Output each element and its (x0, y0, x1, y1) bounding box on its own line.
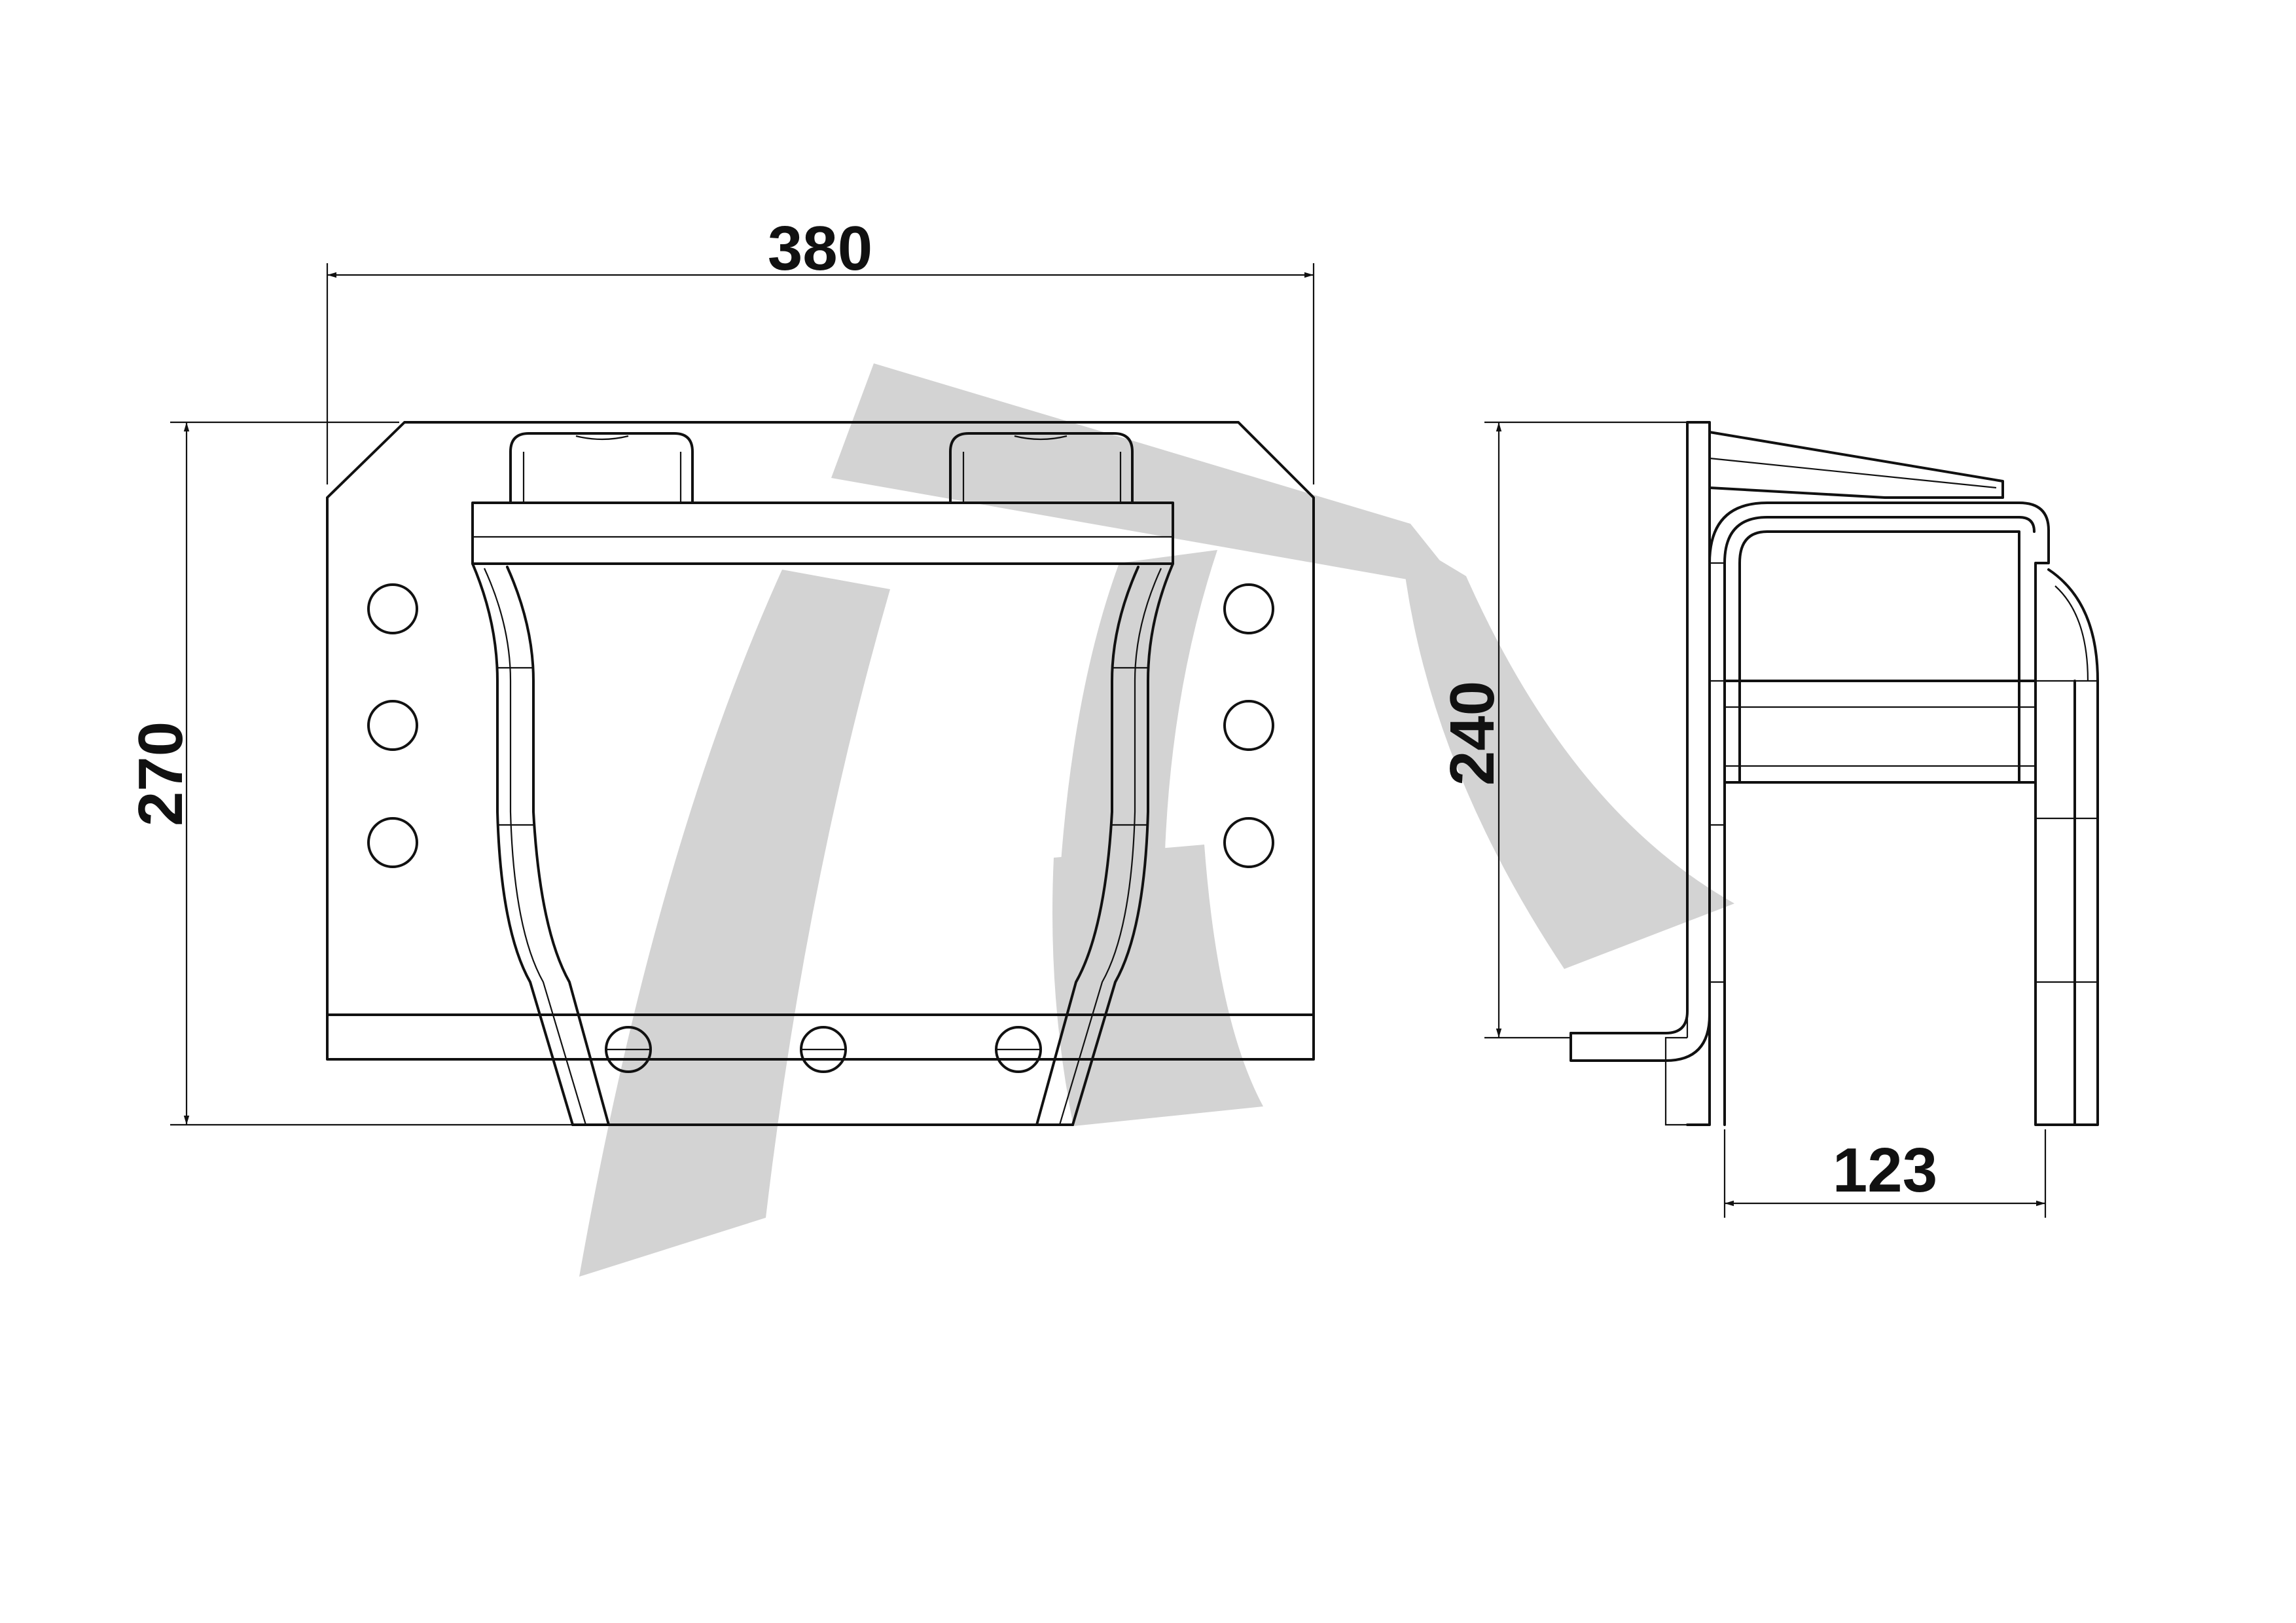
hole-right-3 (1223, 817, 1274, 868)
dimension-side-depth: 123 (1723, 1129, 2047, 1218)
front-tab-right (949, 432, 1134, 504)
dimension-width: 380 (326, 213, 1315, 484)
dimension-height: 270 (126, 421, 573, 1126)
side-top-wedge (1708, 431, 2004, 499)
side-back-plate (1686, 421, 1711, 1126)
side-front-bracket (2047, 568, 2099, 1126)
side-base-flange (1570, 421, 1689, 1034)
dimension-width-label: 380 (768, 213, 872, 283)
hole-left-3 (367, 817, 418, 868)
front-crossbar (471, 501, 1174, 565)
front-view (326, 421, 1315, 1126)
dimension-side-height-label: 240 (1437, 681, 1507, 786)
dimension-side-height: 240 (1437, 421, 1687, 1039)
front-tab-left (509, 432, 694, 504)
hole-left-1 (367, 583, 418, 634)
side-crossmember (1723, 680, 2037, 784)
front-bracket-right-outer (1071, 562, 1174, 1126)
front-bracket-right-inner (1035, 566, 1139, 1126)
watermark-logo (579, 363, 1734, 1277)
side-view (1570, 421, 2099, 1126)
front-bracket-left-outer (471, 562, 574, 1126)
front-bracket-left-inner (506, 566, 610, 1126)
hole-left-2 (367, 700, 418, 751)
hole-right-2 (1223, 700, 1274, 751)
side-u-channel-inner (1723, 516, 2036, 1126)
hole-right-1 (1223, 583, 1274, 634)
dimension-height-label: 270 (126, 721, 196, 826)
side-u-channel-outer (1708, 501, 2076, 1126)
dimension-side-depth-label: 123 (1833, 1135, 1937, 1205)
front-plate-outline (326, 421, 1315, 1061)
